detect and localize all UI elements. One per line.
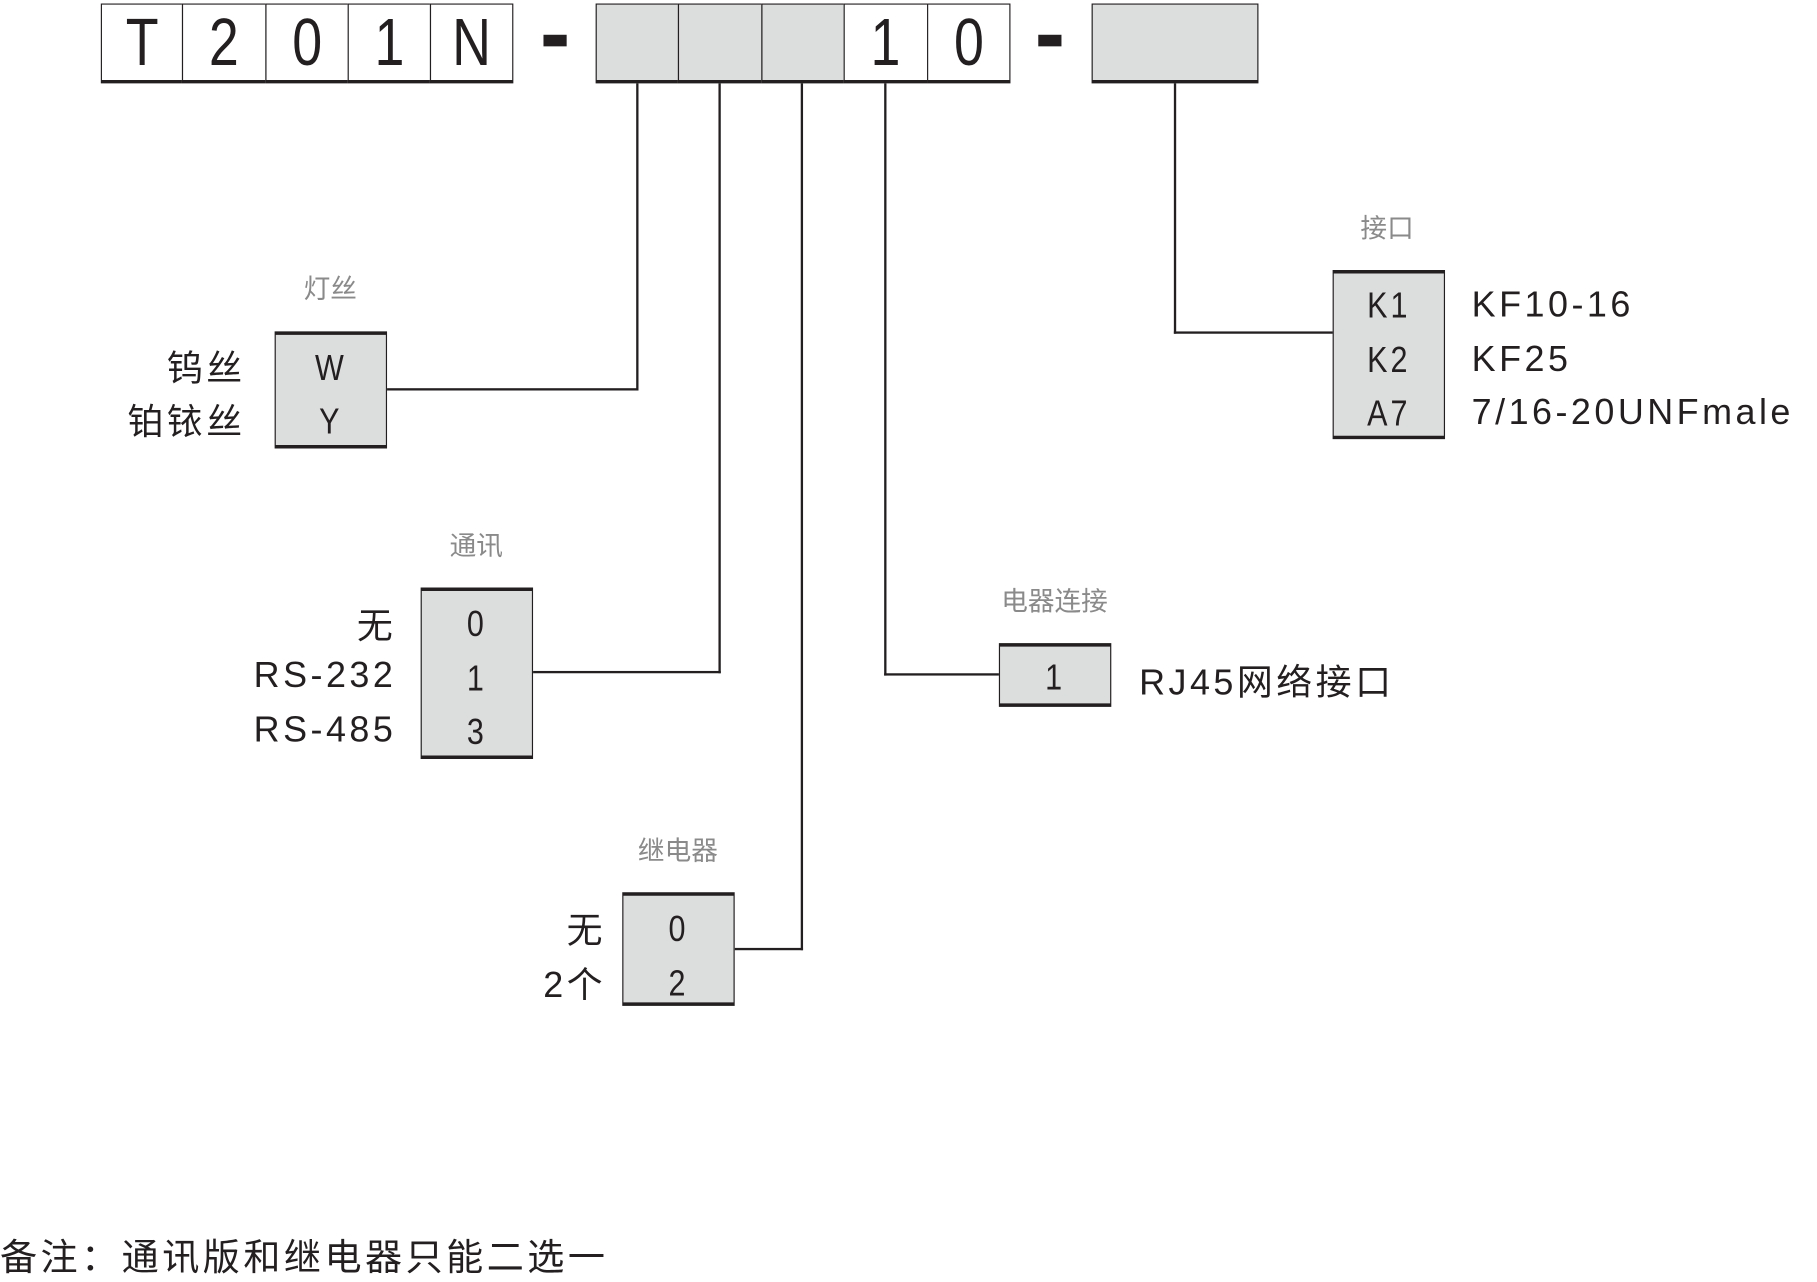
code-cell-0: 0 <box>265 3 349 84</box>
connector-relay <box>800 83 803 951</box>
connector-electrical-h <box>884 673 1001 676</box>
connector-electrical <box>884 83 886 676</box>
electrical-code-box: 1 <box>998 643 1112 707</box>
relay-code: 0 <box>668 908 689 950</box>
communication-code: 3 <box>466 711 487 753</box>
code-char: 0 <box>953 4 984 80</box>
communication-code: 1 <box>466 658 487 699</box>
electrical-title: 电器连接 <box>1001 586 1108 617</box>
electrical-code: 1 <box>1045 657 1066 698</box>
filament-title: 灯丝 <box>303 273 357 304</box>
code-cell-1: 1 <box>347 3 432 84</box>
connector-interface-h <box>1173 331 1334 334</box>
connector-filament-h <box>387 388 639 391</box>
code-char: 2 <box>209 4 240 80</box>
code-slot-relay <box>761 3 845 84</box>
electrical-option: RJ45网络接口 <box>1139 662 1395 703</box>
connector-communication <box>718 83 721 674</box>
relay-option: 无 <box>566 910 607 951</box>
filament-option: 钨丝 <box>166 348 246 389</box>
filament-code: W <box>314 347 347 389</box>
interface-option: KF25 <box>1471 338 1572 379</box>
code-cell-n: N <box>429 3 514 84</box>
code-cell-2: 2 <box>181 3 267 84</box>
interface-title: 接口 <box>1360 213 1414 244</box>
interface-code: A7 <box>1367 392 1411 434</box>
connector-communication-h <box>533 670 721 674</box>
communication-code-box: 0 1 3 <box>420 587 534 760</box>
code-cell-t: T <box>100 3 184 84</box>
filament-code: Y <box>319 400 343 442</box>
interface-code: K1 <box>1367 285 1411 326</box>
relay-code: 2 <box>668 962 689 1004</box>
code-char: 1 <box>374 4 405 80</box>
interface-option: 7/16-20UNFmale <box>1471 391 1794 433</box>
interface-code: K2 <box>1367 339 1411 381</box>
code-char: T <box>125 4 159 80</box>
code-slot-communication <box>677 3 763 84</box>
filament-option: 铂铱丝 <box>127 401 246 443</box>
connector-interface <box>1173 83 1176 334</box>
code-char: 1 <box>870 4 901 80</box>
interface-option: KF10-16 <box>1471 283 1634 325</box>
relay-code-box: 0 2 <box>622 892 735 1006</box>
connector-filament <box>636 83 638 391</box>
communication-title: 通讯 <box>449 530 503 561</box>
communication-option: 无 <box>356 605 397 647</box>
connector-relay-h <box>734 947 804 951</box>
code-char: N <box>452 4 492 80</box>
interface-code-box: K1 K2 A7 <box>1332 270 1446 440</box>
code-char: 0 <box>292 4 323 80</box>
separator-dash <box>1038 34 1062 47</box>
code-slot-filament <box>595 3 680 84</box>
communication-option: RS-232 <box>253 654 397 696</box>
separator-dash <box>543 34 567 47</box>
relay-option: 2个 <box>543 964 607 1006</box>
code-cell-0b: 0 <box>927 3 1011 84</box>
filament-code-box: W Y <box>274 331 388 449</box>
relay-title: 继电器 <box>637 835 718 866</box>
code-slot-interface <box>1091 3 1259 84</box>
code-cell-1b: 1 <box>843 3 929 84</box>
communication-code: 0 <box>466 603 487 645</box>
footnote: 备注：通讯版和继电器只能二选一 <box>0 1236 609 1279</box>
communication-option: RS-485 <box>253 709 397 750</box>
